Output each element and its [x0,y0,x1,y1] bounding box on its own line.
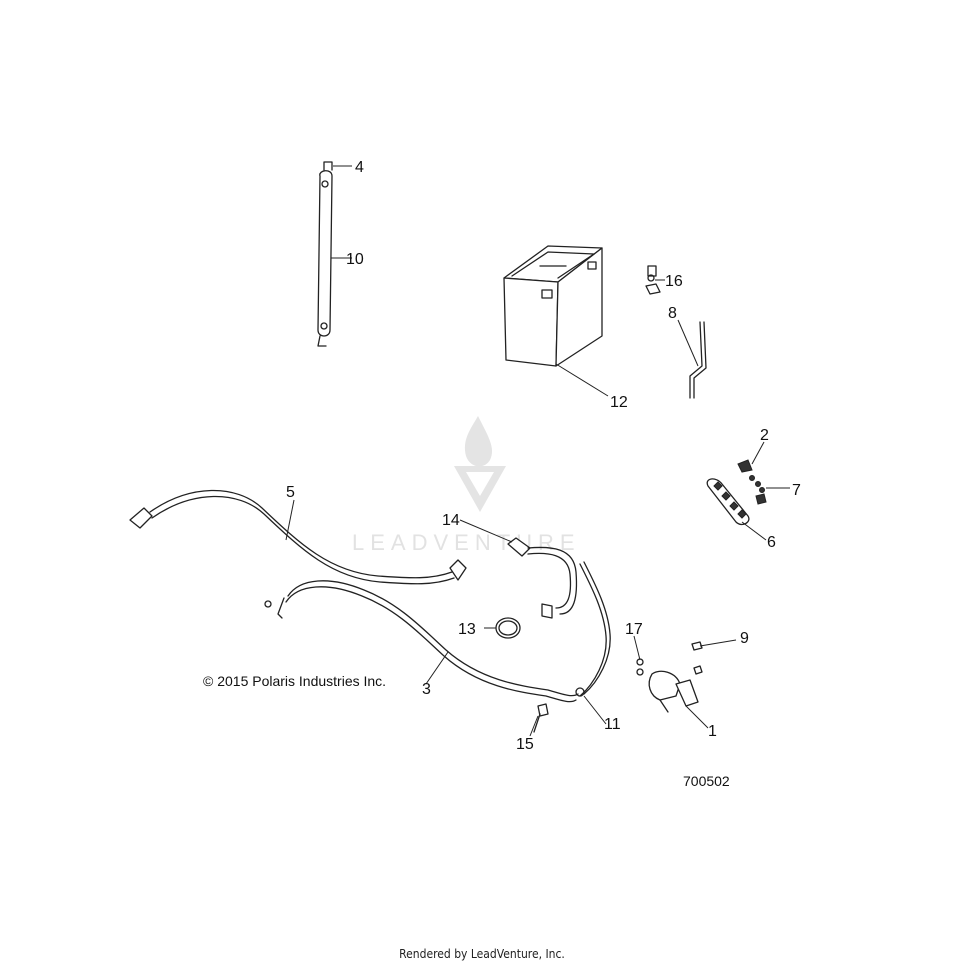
callout-12: 12 [610,394,628,411]
part-screw [691,641,703,675]
callout-10: 10 [346,251,364,268]
part-hardware-small [737,459,767,505]
part-cable-5 [129,489,467,585]
callout-3: 3 [422,681,431,698]
part-relay [648,670,699,713]
part-terminal-block [706,478,750,526]
callout-9: 9 [740,630,749,647]
callout-13: 13 [458,621,476,638]
diagram-number: 700502 [683,773,730,789]
callout-6: 6 [767,534,776,551]
callout-2: 2 [760,427,769,444]
callout-1: 1 [708,723,717,740]
part-rod [689,321,707,399]
callouts: 4 10 12 16 8 2 7 6 5 14 13 3 11 1 9 17 1… [286,159,801,753]
callout-4: 4 [355,159,364,176]
callout-17: 17 [625,621,643,638]
part-cable-3 [264,580,579,703]
callout-8: 8 [668,305,677,322]
callout-11: 11 [604,716,621,733]
part-strap [317,161,333,347]
part-battery [503,245,603,367]
leadventure-watermark-logo: LEADVENTURE [352,416,581,555]
callout-7: 7 [792,482,801,499]
part-cable-11 [575,561,611,697]
watermark-text: LEADVENTURE [352,530,581,555]
part-cable-14 [507,537,578,619]
leader-lines [285,165,790,737]
part-bolt [533,703,549,733]
callout-5: 5 [286,484,295,501]
rendered-by-footer: Rendered by LeadVenture, Inc. [399,947,565,961]
copyright-text: © 2015 Polaris Industries Inc. [203,673,386,689]
part-nuts [636,658,644,676]
callout-14: 14 [442,512,460,529]
part-clip [645,265,661,295]
callout-16: 16 [665,273,683,290]
part-clamp [495,617,521,639]
callout-15: 15 [516,736,534,753]
